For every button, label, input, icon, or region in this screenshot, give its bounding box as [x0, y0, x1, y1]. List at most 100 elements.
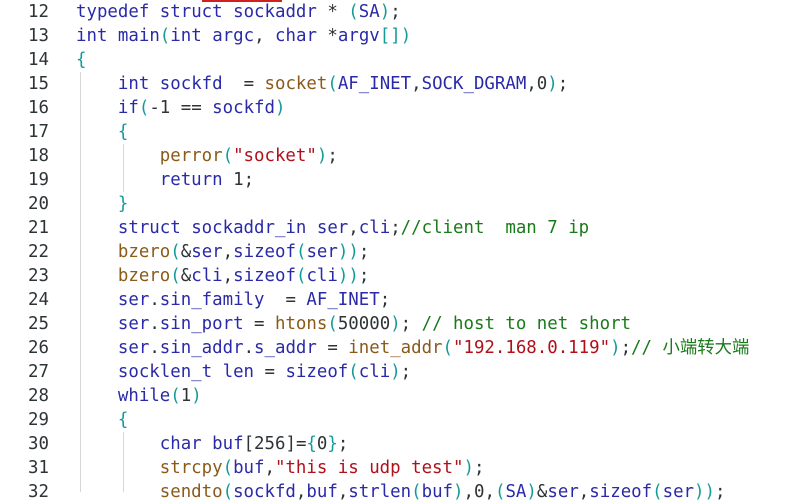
code-token: socket — [264, 74, 328, 94]
code-token: 0 — [536, 74, 548, 94]
code-token: 1 — [180, 386, 192, 406]
code-token: { — [306, 434, 317, 454]
code-token: sin_addr — [159, 338, 244, 358]
code-token: ( — [348, 2, 359, 22]
code-token: * — [316, 26, 338, 46]
code-token: ) — [463, 458, 474, 478]
code-text: ser.sin_family = AF_INET; — [76, 288, 390, 312]
code-token: "socket" — [233, 146, 317, 166]
code-token: ; — [243, 170, 255, 190]
line-number: 28 — [28, 386, 49, 406]
code-token: sizeof — [285, 362, 349, 382]
code-token: while — [117, 386, 171, 406]
code-token: { — [76, 50, 87, 70]
code-token: ser — [306, 242, 338, 262]
code-text: int sockfd = socket(AF_INET,SOCK_DGRAM,0… — [76, 72, 568, 96]
code-token — [212, 362, 222, 382]
code-token: , — [254, 26, 276, 46]
code-token: & — [180, 266, 192, 286]
code-token — [76, 242, 118, 262]
code-token: //client man 7 ip — [400, 218, 590, 238]
code-token: "192.168.0.119" — [453, 338, 611, 358]
code-token: ) — [400, 26, 412, 46]
code-token: ) — [275, 98, 286, 118]
code-token: ) — [390, 362, 401, 382]
code-token: 1 — [233, 170, 244, 190]
code-token: ; — [379, 290, 391, 310]
code-token: sockaddr_in — [191, 218, 307, 238]
line-number: 21 — [28, 218, 49, 238]
code-text: while(1) — [76, 384, 202, 408]
code-token: ( — [170, 242, 181, 262]
line-number: 14 — [28, 50, 49, 70]
code-token: ) — [610, 338, 621, 358]
code-token: ; — [358, 266, 370, 286]
code-token: int — [117, 74, 150, 94]
code-text: ser.sin_addr.s_addr = inet_addr("192.168… — [76, 336, 750, 360]
code-token: ser — [316, 218, 349, 238]
code-token: ; — [473, 458, 485, 478]
line-number: 25 — [28, 314, 49, 334]
code-token: SA — [358, 2, 380, 22]
code-token: buf — [421, 482, 454, 502]
code-text: socklen_t len = sizeof(cli); — [76, 360, 411, 384]
code-token: s_addr — [254, 338, 317, 358]
code-token: "this is udp test" — [274, 458, 464, 478]
code-token — [306, 218, 316, 238]
code-token: ; — [358, 242, 370, 262]
code-token: bzero — [117, 266, 171, 286]
line-number: 29 — [28, 410, 49, 430]
code-text: struct sockaddr_in ser,cli;//client man … — [76, 216, 589, 240]
code-token: [ — [243, 434, 255, 454]
code-token: )) — [337, 266, 359, 286]
code-token: . — [149, 338, 160, 358]
code-token: argv — [337, 26, 380, 46]
code-token: ( — [652, 482, 663, 502]
code-token: sockfd — [233, 482, 296, 502]
code-token: inet_addr — [348, 338, 443, 358]
code-token: , — [222, 242, 234, 262]
code-text: return 1; — [76, 168, 254, 192]
code-token: int — [76, 26, 108, 46]
code-token: // 小端转大端 — [631, 338, 750, 358]
code-token: main — [117, 26, 160, 46]
line-number: 23 — [28, 266, 49, 286]
code-token — [181, 218, 191, 238]
code-token: char — [159, 434, 202, 454]
code-token: struct — [159, 2, 223, 22]
code-token: * — [316, 2, 349, 22]
line-number: 31 — [28, 458, 49, 478]
code-token: } — [117, 194, 129, 214]
code-token — [76, 434, 160, 454]
code-token: . — [149, 290, 160, 310]
line-number: 16 — [28, 98, 49, 118]
code-token: , — [411, 74, 422, 94]
code-token: perror — [159, 146, 223, 166]
code-token — [223, 2, 233, 22]
code-token: , — [264, 458, 275, 478]
code-token: = — [222, 74, 265, 94]
code-token: ]= — [285, 434, 307, 454]
indent-guide-outer — [80, 72, 81, 492]
code-token: ) — [547, 74, 558, 94]
code-token: htons — [274, 314, 328, 334]
code-token: ( — [494, 482, 506, 502]
line-number: 22 — [28, 242, 49, 262]
code-text: { — [76, 120, 128, 144]
code-token — [76, 290, 118, 310]
code-token — [202, 26, 212, 46]
code-token: ; — [327, 146, 338, 166]
code-token: ) — [453, 482, 464, 502]
code-token: ( — [327, 314, 338, 334]
code-token: ; — [390, 218, 401, 238]
code-token: , — [348, 218, 359, 238]
code-token: SA — [505, 482, 527, 502]
code-text: perror("socket"); — [76, 144, 338, 168]
code-token — [149, 74, 159, 94]
code-token: ; — [620, 338, 632, 358]
code-token — [107, 26, 117, 46]
code-token: cli — [358, 362, 391, 382]
code-token: ; — [337, 434, 349, 454]
code-token: ( — [411, 482, 422, 502]
